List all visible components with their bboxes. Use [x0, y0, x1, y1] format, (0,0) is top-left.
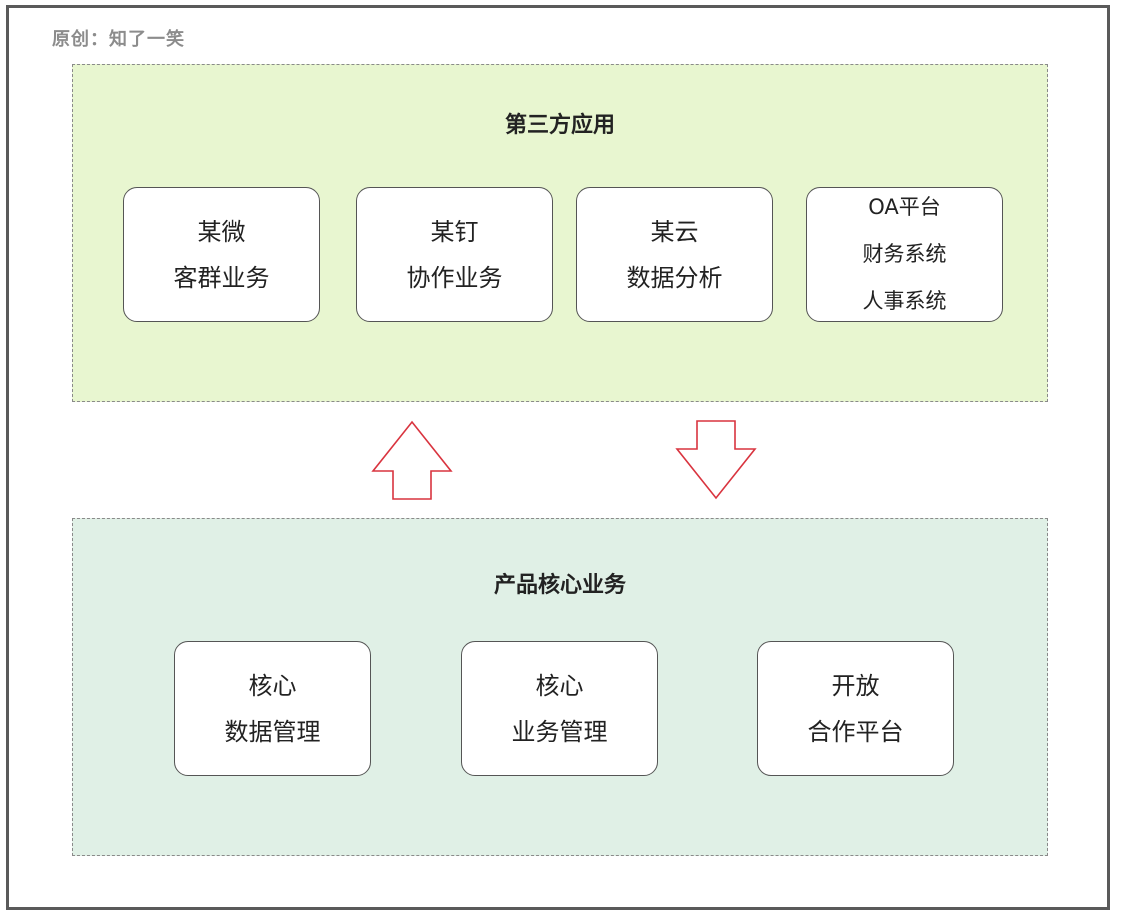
core-business-title: 产品核心业务 [493, 573, 626, 598]
box-line: 某钉 [430, 217, 479, 246]
app-box-cloud: 某云 数据分析 [576, 187, 773, 322]
box-line: 财务系统 [862, 242, 947, 266]
app-box-weixin: 某微 客群业务 [123, 187, 320, 322]
arrow-up-icon [371, 420, 453, 500]
core-box-open-platform: 开放 合作平台 [757, 641, 954, 776]
box-line: 业务管理 [511, 717, 608, 746]
box-line: 协作业务 [406, 263, 503, 292]
third-party-apps-title: 第三方应用 [504, 113, 615, 138]
watermark-text: 原创：知了一笑 [52, 29, 185, 50]
box-line: OA平台 [868, 195, 941, 219]
core-box-business: 核心 业务管理 [461, 641, 658, 776]
box-line: 人事系统 [862, 289, 947, 313]
app-box-oa: OA平台 财务系统 人事系统 [806, 187, 1003, 322]
box-line: 客群业务 [173, 263, 270, 292]
arrow-down-icon [675, 420, 757, 500]
box-line: 核心 [535, 671, 584, 700]
box-line: 核心 [248, 671, 297, 700]
box-line: 开放 [831, 671, 880, 700]
app-box-dingding: 某钉 协作业务 [356, 187, 553, 322]
box-line: 某微 [197, 217, 246, 246]
box-line: 合作平台 [807, 717, 904, 746]
box-line: 某云 [650, 217, 699, 246]
box-line: 数据管理 [224, 717, 321, 746]
core-box-data: 核心 数据管理 [174, 641, 371, 776]
box-line: 数据分析 [626, 263, 723, 292]
